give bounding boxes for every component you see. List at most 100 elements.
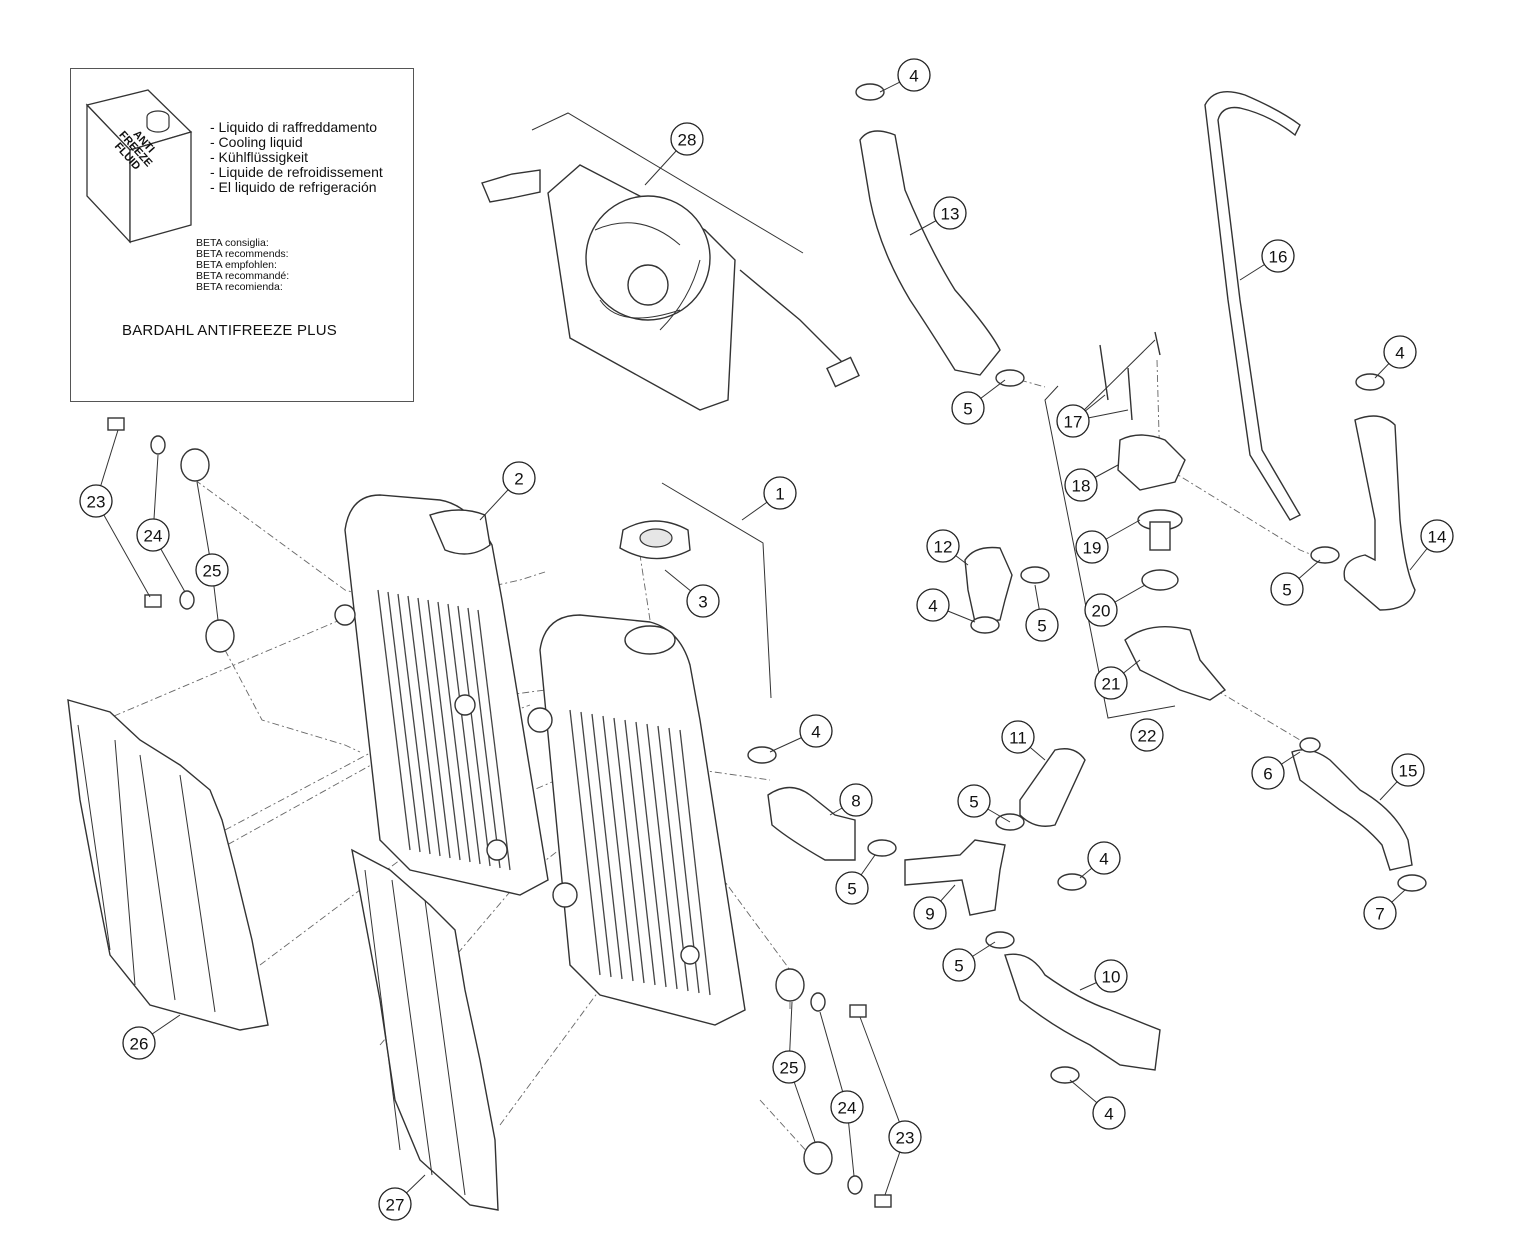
callout-number: 6 (1263, 765, 1272, 784)
callout-number: 24 (838, 1099, 857, 1118)
thermostat-housing-part (1117, 434, 1186, 491)
callout-circle (951, 391, 985, 425)
callout-21: 21 (1094, 666, 1128, 700)
callout-circle (122, 1026, 156, 1060)
thermostat-part (1137, 509, 1183, 551)
callout-circle (1025, 608, 1059, 642)
callout-circle (1391, 753, 1425, 787)
callout-25: 25 (772, 1050, 806, 1084)
callout-circle (839, 783, 873, 817)
callout-17: 17 (1056, 404, 1090, 438)
hose-16-part (1204, 91, 1301, 521)
callout-number: 8 (851, 792, 860, 811)
callout-circle (686, 584, 720, 618)
hose-14-part (1343, 415, 1416, 611)
mounting-hardware-part (107, 417, 892, 1208)
callout-number: 4 (1099, 850, 1108, 869)
radiator-assembly-bracket (661, 482, 772, 699)
callout-18: 18 (1064, 468, 1098, 502)
recommendation-lines: BETA consiglia: BETA recommends: BETA em… (196, 238, 289, 293)
radiator-cap-part (619, 520, 691, 560)
callout-5: 5 (1270, 572, 1304, 606)
callout-number: 14 (1428, 528, 1447, 547)
callout-24: 24 (136, 518, 170, 552)
callout-number: 12 (934, 538, 953, 557)
callout-number: 15 (1399, 762, 1418, 781)
callout-circle (1251, 756, 1285, 790)
callout-2: 2 (502, 461, 536, 495)
callout-number: 1 (775, 485, 784, 504)
callout-19: 19 (1075, 530, 1109, 564)
callout-circle (835, 871, 869, 905)
callout-circle (942, 948, 976, 982)
callout-circle (799, 714, 833, 748)
callout-11: 11 (1001, 720, 1035, 754)
callout-27: 27 (378, 1187, 412, 1221)
elbow-12-part (964, 546, 1013, 623)
callout-circle (1383, 335, 1417, 369)
callout-circle (1001, 720, 1035, 754)
callout-12: 12 (926, 529, 960, 563)
callout-number: 23 (87, 493, 106, 512)
hose-clamps-part (747, 83, 1427, 1084)
callout-circle (1261, 239, 1295, 273)
callout-5: 5 (1025, 608, 1059, 642)
hose-8-part (767, 786, 856, 861)
callout-number: 26 (130, 1035, 149, 1054)
left-radiator-part (334, 494, 549, 896)
callout-number: 5 (969, 793, 978, 812)
callout-10: 10 (1094, 959, 1128, 993)
callout-number: 25 (780, 1059, 799, 1078)
callout-number: 4 (1395, 344, 1404, 363)
callout-circle (1094, 959, 1128, 993)
callout-8: 8 (839, 783, 873, 817)
callout-number: 4 (1104, 1105, 1113, 1124)
callout-4: 4 (1087, 841, 1121, 875)
callout-circle (926, 529, 960, 563)
callout-number: 10 (1102, 968, 1121, 987)
t-piece-9-part (904, 839, 1006, 916)
hose-13-part (859, 130, 1001, 376)
callout-circle (1094, 666, 1128, 700)
callout-13: 13 (933, 196, 967, 230)
fan-assembly-bracket (531, 112, 804, 254)
callout-number: 11 (1009, 729, 1027, 748)
callout-7: 7 (1363, 896, 1397, 930)
callout-6: 6 (1251, 756, 1285, 790)
callout-number: 5 (963, 400, 972, 419)
coolant-info-box (70, 68, 414, 402)
recommendation-line: BETA recomienda: (196, 281, 283, 293)
callout-circle (670, 122, 704, 156)
callout-number: 23 (896, 1129, 915, 1148)
callout-4: 4 (1383, 335, 1417, 369)
recommendation-line: BETA empfohlen: (196, 259, 277, 271)
callout-number: 22 (1138, 727, 1157, 746)
coolant-description-line: - El liquido de refrigeración (210, 179, 377, 195)
left-radiator-shroud-part (67, 699, 269, 1031)
callout-circle (79, 484, 113, 518)
callout-circle (1420, 519, 1454, 553)
callout-layer: 1234444445555556789101112131415161718192… (79, 58, 1454, 1221)
coolant-description-line: - Liquide de refroidissement (210, 164, 383, 180)
callout-24: 24 (830, 1090, 864, 1124)
callout-number: 13 (941, 205, 960, 224)
callout-9: 9 (913, 896, 947, 930)
callout-number: 2 (514, 470, 523, 489)
callout-number: 3 (698, 593, 707, 612)
callout-circle (1064, 468, 1098, 502)
recommended-product: BARDAHL ANTIFREEZE PLUS (122, 322, 337, 339)
hose-15-part (1291, 749, 1413, 871)
callout-26: 26 (122, 1026, 156, 1060)
callout-28: 28 (670, 122, 704, 156)
callout-number: 25 (203, 562, 222, 581)
radiator-fan-part (481, 164, 860, 411)
callout-circle (1075, 530, 1109, 564)
callout-5: 5 (957, 784, 991, 818)
callout-circle (830, 1090, 864, 1124)
callout-number: 5 (847, 880, 856, 899)
callout-circle (502, 461, 536, 495)
callout-circle (957, 784, 991, 818)
callout-3: 3 (686, 584, 720, 618)
callout-4: 4 (897, 58, 931, 92)
callout-circle (763, 476, 797, 510)
